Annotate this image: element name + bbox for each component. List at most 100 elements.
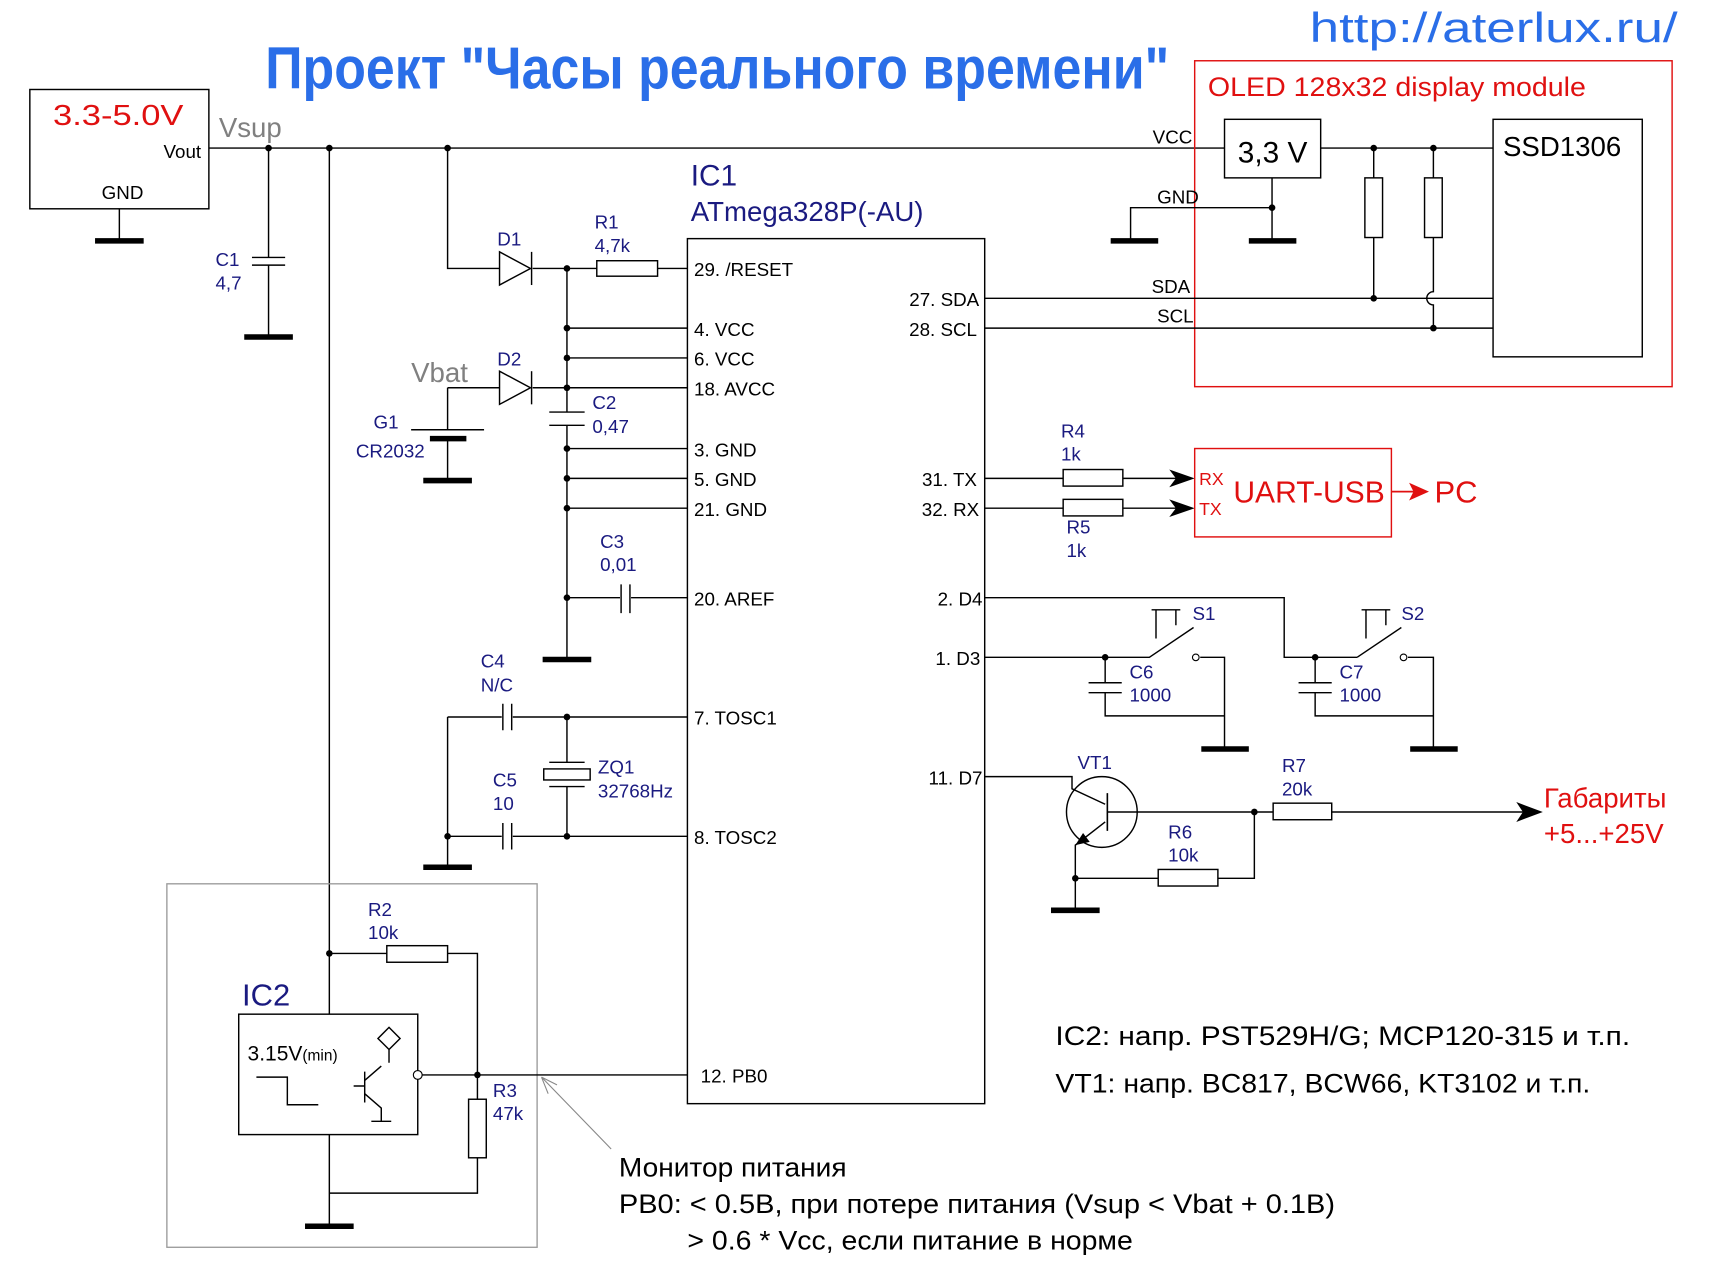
wire-or-symbol xyxy=(1399,653,1408,662)
resistor-r2 xyxy=(386,944,449,963)
zq1-value: 32768Hz xyxy=(598,781,673,802)
wire-or-symbol xyxy=(1075,832,1090,846)
wire-or-symbol xyxy=(596,260,659,277)
note-vt1-alternatives: VT1: напр. BC817, BCW66, KT3102 и т.п. xyxy=(1055,1069,1590,1099)
c3-value: 0,01 xyxy=(600,554,637,575)
pin-label: 3. GND xyxy=(694,439,757,460)
wire-or-symbol xyxy=(329,952,688,1194)
note-monitor-title: Монитор питания xyxy=(619,1153,847,1183)
ic1-left-pins: 29. /RESET 4. VCC 6. VCC 18. AVCC 3. GND… xyxy=(694,259,794,1086)
g1-value: CR2032 xyxy=(356,440,425,461)
resistor-r7 xyxy=(1272,802,1333,821)
note-monitor-high: > 0.6 * Vcc, если питание в норме xyxy=(687,1225,1132,1255)
pin-label: 31. TX xyxy=(922,469,977,490)
pin-label: 4. VCC xyxy=(694,319,754,340)
capacitor-c1: C1 4,7 xyxy=(216,148,293,340)
uart-tx: TX xyxy=(1199,499,1222,519)
c2-ref: C2 xyxy=(592,392,616,413)
wire-or-symbol xyxy=(498,250,532,287)
c4-value: N/C xyxy=(481,675,513,696)
diode-d2: D2 xyxy=(497,349,533,406)
capacitor-c3: C3 0,01 xyxy=(600,531,637,614)
resistor-r1: R1 4,7k xyxy=(595,212,659,277)
r3-ref: R3 xyxy=(493,1080,517,1101)
wire-or-symbol xyxy=(444,144,451,152)
r6-ref: R6 xyxy=(1168,822,1192,843)
wire-or-symbol xyxy=(543,768,591,781)
vout-pin: Vout xyxy=(164,141,202,162)
resistor-r5 xyxy=(1062,498,1124,517)
buttons-section: S1 C6 1000 S2 C7 1000 xyxy=(984,596,1458,752)
wire-or-symbol xyxy=(984,147,1494,329)
r2-ref: R2 xyxy=(368,899,392,920)
r1-ref: R1 xyxy=(595,212,619,233)
power-voltage: 3.3-5.0V xyxy=(53,100,184,132)
c3-ref: C3 xyxy=(600,531,624,552)
wire-or-symbol xyxy=(166,883,538,1248)
output-section: VT1 R7 20k R6 10k Габариты +5...+25V xyxy=(984,752,1666,914)
ssd1306-chip xyxy=(1492,118,1643,358)
vbat-label: Vbat xyxy=(411,357,468,388)
r4-value: 1k xyxy=(1061,444,1081,465)
r3-value: 47k xyxy=(493,1103,524,1124)
g1-ref: G1 xyxy=(374,412,399,433)
pin-label: 18. AVCC xyxy=(694,379,775,400)
pin-label: 21. GND xyxy=(694,499,767,520)
pullup-resistor xyxy=(1423,177,1443,239)
uart-section: R4 1k R5 1k RX TX UART-USB PC xyxy=(984,420,1477,561)
vsup-label: Vsup xyxy=(219,112,282,143)
r5-value: 1k xyxy=(1066,540,1086,561)
r1-value: 4,7k xyxy=(595,235,631,256)
wire-or-symbol xyxy=(412,1069,423,1080)
oled-scl: SCL xyxy=(1157,306,1194,327)
oled-title: OLED 128x32 display module xyxy=(1208,72,1586,102)
pin-label: 32. RX xyxy=(922,499,980,520)
vbat-wire xyxy=(446,387,567,481)
note-ic2-alternatives: IC2: напр. PST529H/G; MCP120-315 и т.п. xyxy=(1055,1021,1630,1051)
pin-label: 6. VCC xyxy=(694,349,754,370)
s2-ref: S2 xyxy=(1401,603,1424,624)
wire-or-symbol xyxy=(549,411,585,427)
label-part: (min) xyxy=(302,1048,337,1065)
ic2-section: IC2 3.15V(min) R2 10k R3 47k xyxy=(166,883,688,1248)
wire-or-symbol xyxy=(1193,447,1393,538)
wire-or-symbol xyxy=(984,477,1183,509)
oled-gnd: GND xyxy=(1157,186,1199,207)
pin-label: 28. SCL xyxy=(909,319,977,340)
wire-or-symbol xyxy=(1088,682,1332,694)
oled-sda: SDA xyxy=(1152,276,1191,297)
wire-or-symbol xyxy=(984,596,1435,750)
output-range: +5...+25V xyxy=(1544,818,1664,849)
wire-or-symbol xyxy=(326,144,333,152)
oled-module: OLED 128x32 display module VCC GND SDA S… xyxy=(984,60,1673,388)
c7-ref: C7 xyxy=(1339,661,1363,682)
crystal-wires xyxy=(446,716,688,868)
title: Проект "Часы реального времени" xyxy=(265,34,1169,101)
capacitor-c4: C4 N/C xyxy=(481,650,513,731)
ic2-threshold: 3.15V(min) xyxy=(248,1043,338,1066)
note-monitor-low: PB0: < 0.5B, при потере питания (Vsup < … xyxy=(619,1189,1335,1219)
vsup-wire xyxy=(208,147,1225,1227)
ic1: IC1 ATmega328P(-AU) 29. /RESET 4. VCC 6.… xyxy=(686,160,986,1105)
ic2-chip xyxy=(237,1013,419,1136)
ic1-ref: IC1 xyxy=(691,160,737,193)
wire-or-symbol xyxy=(541,1076,612,1150)
capacitor-c2: C2 0,47 xyxy=(549,392,629,437)
wire-or-symbol xyxy=(502,823,513,850)
pin-label: 11. D7 xyxy=(929,767,983,788)
d1-ref: D1 xyxy=(497,228,521,249)
zq1-ref: ZQ1 xyxy=(598,756,635,777)
wire-or-symbol xyxy=(1191,653,1200,662)
supply-bus xyxy=(566,268,688,660)
resistor-r4 xyxy=(1062,468,1124,487)
wire-or-symbol xyxy=(1516,802,1543,822)
wire-or-symbol xyxy=(502,703,513,731)
c4-ref: C4 xyxy=(481,650,505,671)
wire-or-symbol xyxy=(1169,469,1195,518)
pin-label: 8. TOSC2 xyxy=(694,827,777,848)
url[interactable]: http://aterlux.ru/ xyxy=(1310,4,1678,51)
r4-ref: R4 xyxy=(1061,420,1085,441)
pin-label: 5. GND xyxy=(694,469,757,490)
r2-value: 10k xyxy=(368,922,399,943)
